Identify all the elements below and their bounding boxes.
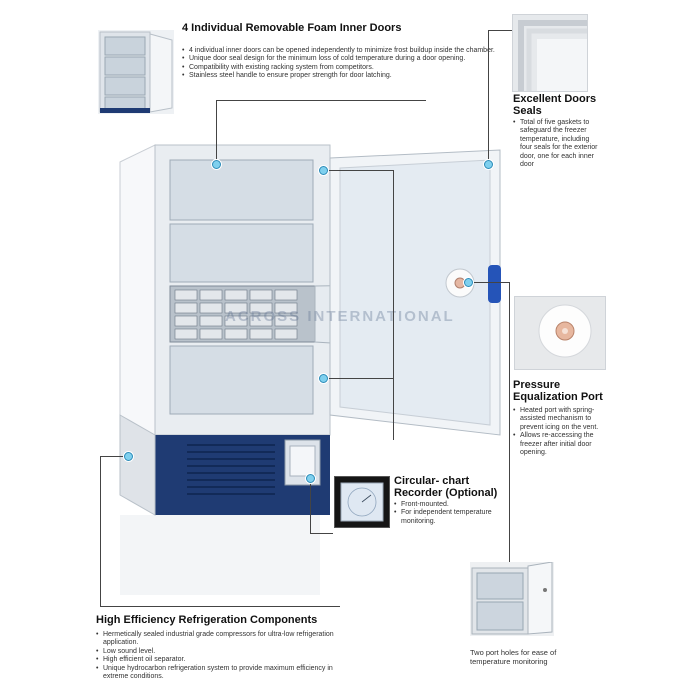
pressure-port-bullet: Heated port with spring-assisted mechani… <box>513 407 608 432</box>
base-vents <box>187 444 275 495</box>
pressure-port-thumbnail-art <box>515 297 605 369</box>
pin-rack <box>319 166 328 175</box>
leader-refrig-v <box>100 456 101 606</box>
pressure-port-bullet: Allows re-accessing the freezer after in… <box>513 432 608 457</box>
port-holes-thumbnail-art <box>471 561 553 635</box>
pin-inner <box>319 374 328 383</box>
leader-seals-h <box>488 30 512 31</box>
chart-recorder-thumbnail-art <box>335 477 389 527</box>
refrigeration-bullet: High efficient oil separator. <box>96 656 346 665</box>
refrigeration-bullet: Low sound level. <box>96 648 346 657</box>
chart-recorder-heading-line2: Recorder (Optional) <box>394 487 498 499</box>
leader-recorder-v <box>310 478 311 533</box>
chart-recorder-heading-line1: Circular- chart <box>394 475 470 487</box>
door-seals-heading-line1: Excellent Doors <box>513 93 597 105</box>
pin-port <box>464 278 473 287</box>
inner-doors-thumbnail-art <box>99 31 173 113</box>
foam-doors-heading: 4 Individual Removable Foam Inner Doors <box>182 22 402 34</box>
pin-seals <box>484 160 493 169</box>
leader-rack-v <box>393 170 394 440</box>
foam-doors-bullet: Unique door seal design for the minimum … <box>182 55 502 64</box>
door-seals-heading: Excellent Doors Seals <box>513 93 613 117</box>
leader-rack-h2 <box>322 378 394 379</box>
foam-doors-bullet: Stainless steel handle to ensure proper … <box>182 72 502 81</box>
refrigeration-heading: High Efficiency Refrigeration Components <box>96 614 318 626</box>
pressure-port-heading-line1: Pressure <box>513 379 561 391</box>
pin-recorder <box>306 474 315 483</box>
pressure-port-bullets: Heated port with spring-assisted mechani… <box>513 407 608 457</box>
leader-rack-h <box>322 170 394 171</box>
leader-refrig-h <box>100 606 340 607</box>
leader-seals-v <box>488 30 489 165</box>
freezer-illustration <box>119 144 501 595</box>
door-seal-thumbnail <box>512 14 588 92</box>
leader-recorder-h <box>310 533 333 534</box>
leader-foam-doors-v <box>216 100 217 163</box>
inner-doors-thumbnail <box>98 30 174 114</box>
pin-refrig <box>124 452 133 461</box>
refrigeration-bullets: Hermetically sealed industrial grade com… <box>96 631 346 681</box>
foam-doors-bullet: 4 individual inner doors can be opened i… <box>182 47 502 56</box>
foam-doors-bullets: 4 individual inner doors can be opened i… <box>182 47 502 81</box>
pressure-port-heading-line2: Equalization Port <box>513 391 603 403</box>
leader-port-h <box>470 282 510 283</box>
chart-recorder-bullets: Front-mounted. For independent temperatu… <box>394 501 504 526</box>
door-seals-heading-line2: Seals <box>513 105 542 117</box>
door-seal-thumbnail-art <box>513 15 587 91</box>
door-seals-bullets: Total of five gaskets to safeguard the f… <box>513 119 603 169</box>
foam-doors-bullet: Compatibility with existing racking syst… <box>182 64 502 73</box>
leader-foam-doors-h <box>216 100 426 101</box>
chart-recorder-bullet: For independent temperature monitoring. <box>394 509 504 526</box>
chart-recorder-heading: Circular- chart Recorder (Optional) <box>394 475 524 499</box>
refrigeration-bullet: Hermetically sealed industrial grade com… <box>96 631 346 648</box>
refrigeration-bullet: Unique hydrocarbon refrigeration system … <box>96 665 346 682</box>
watermark: ACROSS INTERNATIONAL <box>225 308 455 325</box>
port-holes-caption: Two port holes for ease of temperature m… <box>470 648 557 666</box>
leader-port-v <box>509 282 510 564</box>
pressure-port-heading: Pressure Equalization Port <box>513 379 623 403</box>
door-seals-bullet: Total of five gaskets to safeguard the f… <box>513 119 603 169</box>
rack-drawers <box>174 289 298 340</box>
pin-foam-doors <box>212 160 221 169</box>
pressure-port-thumbnail <box>514 296 606 370</box>
leader-refrig-h0 <box>100 456 128 457</box>
chart-recorder-bullet: Front-mounted. <box>394 501 504 510</box>
chart-recorder-thumbnail <box>334 476 390 528</box>
port-holes-thumbnail <box>470 561 554 636</box>
